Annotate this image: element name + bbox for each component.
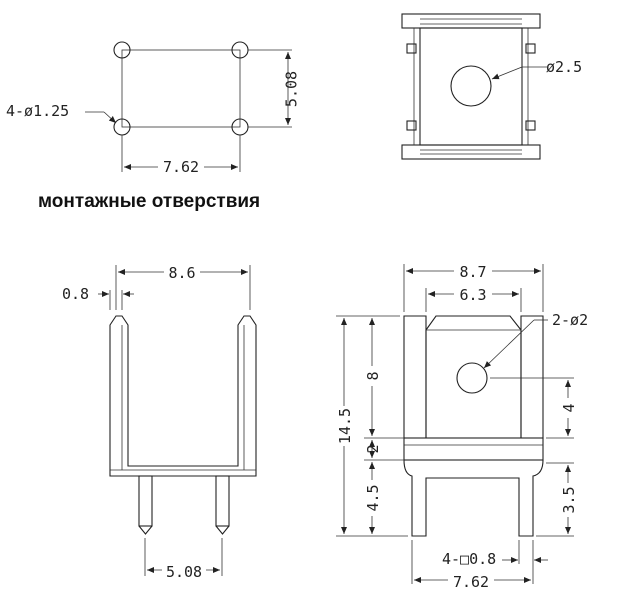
front-right-leg: [520, 315, 544, 439]
front-upper-height-label: 8: [364, 371, 382, 380]
front-hole-leader: [483, 319, 535, 369]
top-flange: [401, 13, 541, 29]
center-hole-leader: [491, 66, 523, 80]
pin-square-br: [525, 120, 536, 131]
side-pin-right: [215, 475, 230, 527]
hole-leader: [103, 111, 117, 124]
side-view: 8.6 0.8 5.08: [62, 263, 257, 581]
front-total-height-label: 14.5: [336, 408, 354, 444]
front-pin-right-label: 3.5: [560, 486, 578, 513]
caption: монтажные отверствия: [38, 191, 260, 212]
hole-callout-label: 4-ø1.25: [6, 102, 69, 120]
center-hole-label: ø2.5: [546, 58, 582, 76]
side-width-label: 8.6: [168, 264, 195, 282]
front-inner-width-label: 6.3: [459, 286, 486, 304]
side-pitch-label: 5.08: [166, 563, 202, 581]
hole-pattern-outline: [121, 49, 241, 128]
front-pitch-label: 7.62: [453, 573, 489, 591]
mounting-holes-view: 5.08 7.62 4-ø1.25: [6, 41, 301, 176]
hole-top-left: [113, 41, 131, 59]
body-outline: [419, 27, 523, 146]
side-thickness-label: 0.8: [62, 285, 89, 303]
front-left-leg: [403, 315, 427, 439]
front-tab: [425, 315, 522, 439]
front-gap-label: 2: [364, 444, 382, 453]
dim-width-label: 7.62: [163, 158, 199, 176]
pin-square-tl: [406, 43, 417, 54]
front-pin-callout: 4-□0.8: [442, 550, 496, 568]
front-pins: [403, 459, 544, 537]
side-pin-left: [138, 475, 153, 527]
front-base: [403, 437, 544, 461]
front-view: 8.7 6.3 2-ø2 14.5 8 2 4.5 4: [336, 262, 588, 591]
dim-height-label: 5.08: [283, 71, 301, 107]
side-outline: [109, 315, 257, 477]
top-view: ø2.5: [401, 13, 582, 160]
front-hole-offset-label: 4: [560, 403, 578, 412]
front-pin-length-label: 4.5: [364, 484, 382, 511]
pin-square-tr: [525, 43, 536, 54]
pin-square-bl: [406, 120, 417, 131]
front-width-label: 8.7: [459, 263, 486, 281]
front-hole: [456, 362, 488, 394]
bottom-flange: [401, 144, 541, 160]
front-hole-callout: 2-ø2: [552, 311, 588, 329]
center-hole: [450, 65, 492, 107]
